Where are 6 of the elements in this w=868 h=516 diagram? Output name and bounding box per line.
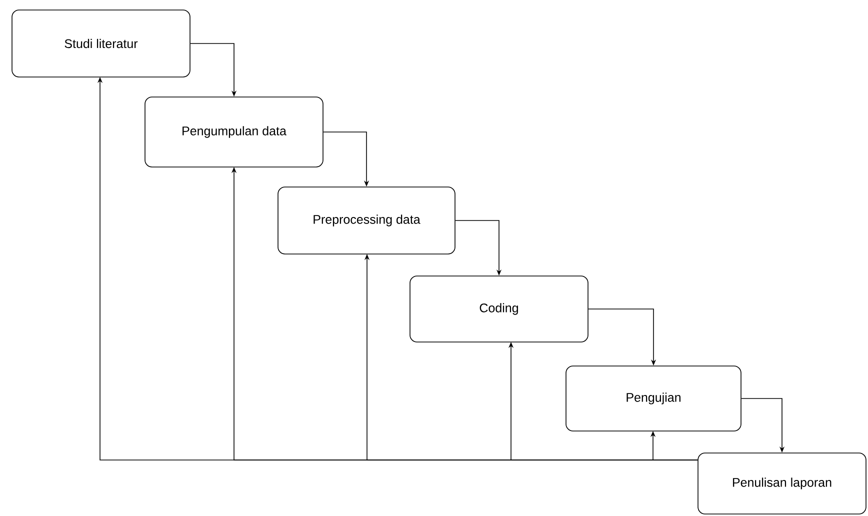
process-box: Penulisan laporan [698, 452, 866, 514]
process-box: Coding [410, 276, 588, 342]
process-box: Pengumpulan data [144, 96, 324, 168]
process-box: Studi literatur [12, 10, 190, 78]
process-box: Pengujian [566, 366, 742, 432]
process-box: Preprocessing data [278, 186, 456, 254]
